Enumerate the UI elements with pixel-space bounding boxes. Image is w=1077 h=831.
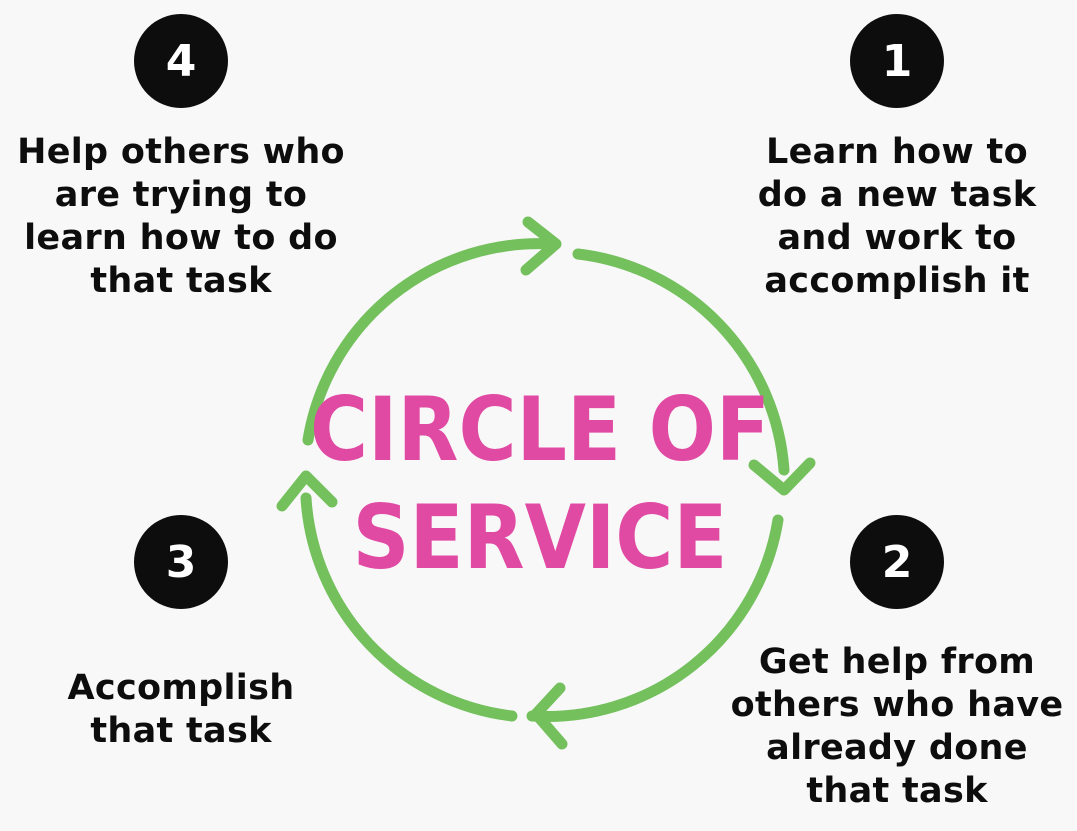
step-1-line: Learn how to [766, 132, 1028, 172]
arrowhead-up [276, 470, 338, 512]
arrow-top-right [572, 248, 790, 476]
step-3-text: Accomplish that task [0, 667, 362, 753]
step-2-line: that task [806, 771, 988, 811]
step-1-line: do a new task [757, 175, 1037, 215]
step-2-line: others who have [730, 685, 1064, 725]
step-3-number: 3 [165, 536, 197, 588]
step-2-line: Get help from [758, 642, 1036, 682]
step-1-badge: 1 [850, 14, 944, 108]
arrowhead-left [530, 682, 568, 750]
step-1-line: accomplish it [764, 261, 1030, 301]
diagram-title: CIRCLE OF SERVICE [300, 380, 780, 588]
step-2-text: Get help from others who have already do… [717, 641, 1077, 813]
step-4-line: learn how to do [24, 218, 338, 258]
step-4-line: that task [90, 261, 272, 301]
step-4-line: Help others who [17, 132, 345, 172]
step-3-line: Accomplish [67, 668, 295, 708]
step-4-text: Help others who are trying to learn how … [0, 131, 362, 303]
step-1-number: 1 [881, 35, 913, 87]
step-2-badge: 2 [850, 515, 944, 609]
arrowhead-right [520, 216, 562, 276]
title-line-1: CIRCLE OF [309, 378, 771, 481]
step-3-badge: 3 [134, 515, 228, 609]
step-1-line: and work to [777, 218, 1017, 258]
arrowhead-down [748, 457, 816, 496]
step-1-text: Learn how to do a new task and work to a… [727, 131, 1067, 303]
step-4-line: are trying to [54, 175, 308, 215]
title-line-2: SERVICE [352, 486, 728, 589]
step-2-line: already done [766, 728, 1028, 768]
step-3-line: that task [90, 711, 272, 751]
arrow-bottom-left [300, 492, 518, 722]
step-4-badge: 4 [134, 14, 228, 108]
arrow-bottom-right [526, 514, 784, 722]
step-4-number: 4 [165, 35, 197, 87]
step-2-number: 2 [881, 536, 913, 588]
arrow-top-left [302, 238, 558, 446]
